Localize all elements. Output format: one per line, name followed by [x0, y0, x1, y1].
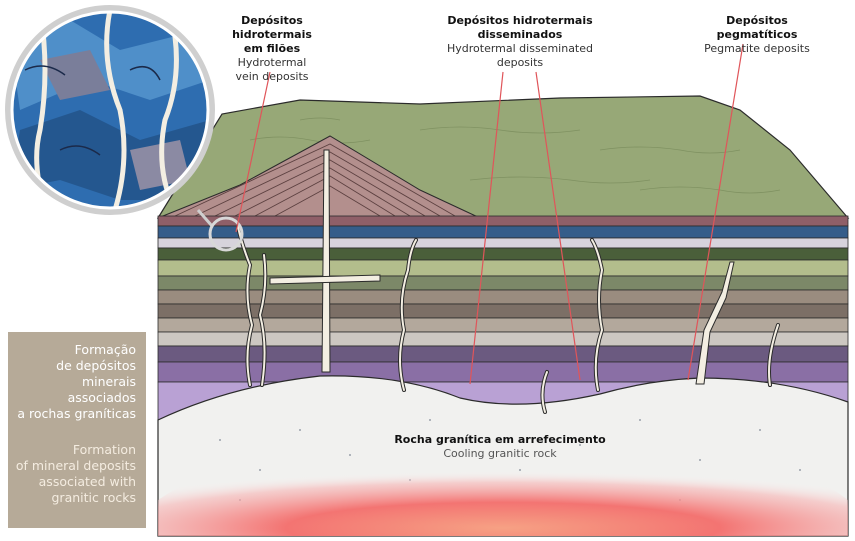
label-vein-deposits: Depósitos hidrotermais em filões Hydrote… — [210, 14, 334, 84]
title-en-line: associated with — [38, 474, 136, 489]
title-english: Formation of mineral deposits associated… — [16, 442, 136, 506]
title-portuguese: Formação de depósitos minerais associado… — [17, 342, 136, 422]
label-disseminated-deposits: Depósitos hidrotermais disseminados Hydr… — [440, 14, 600, 70]
heat-glow — [158, 455, 848, 536]
label-disseminated-pt-1: Depósitos hidrotermais — [447, 14, 593, 27]
lens-connector — [196, 209, 214, 227]
lens-target — [208, 216, 244, 252]
title-pt-line: de depósitos — [56, 358, 136, 373]
title-pt-line: a rochas graníticas — [17, 406, 136, 421]
title-pt-line: minerais — [81, 374, 136, 389]
label-disseminated-en-1: Hydrotermal disseminated — [446, 42, 593, 55]
label-vein-pt-2: em filões — [243, 42, 301, 55]
label-disseminated-pt-2: disseminados — [477, 28, 563, 41]
vein-closeup-lens — [5, 5, 215, 215]
label-vein-en-2: vein deposits — [235, 70, 309, 83]
label-pegmatite-pt: Depósitos pegmatíticos — [716, 14, 798, 41]
label-leaders — [235, 43, 744, 385]
label-vein-en-1: Hydrotermal — [237, 56, 307, 69]
mineral-veins — [269, 149, 735, 385]
label-pegmatite-deposits: Depósitos pegmatíticos Pegmatite deposit… — [690, 14, 824, 56]
label-granite-en: Cooling granitic rock — [443, 447, 557, 460]
label-disseminated-en-2: deposits — [496, 56, 544, 69]
label-granite-pt: Rocha granítica em arrefecimento — [394, 433, 606, 446]
title-en-line: Formation — [72, 442, 136, 457]
title-pt-line: Formação — [74, 342, 136, 357]
title-en-line: granitic rocks — [51, 490, 137, 505]
title-pt-line: associados — [67, 390, 136, 405]
title-box: Formação de depósitos minerais associado… — [8, 332, 146, 528]
title-en-line: of mineral deposits — [15, 458, 136, 473]
label-vein-pt-1: Depósitos hidrotermais — [232, 14, 312, 41]
label-pegmatite-en: Pegmatite deposits — [704, 42, 810, 55]
